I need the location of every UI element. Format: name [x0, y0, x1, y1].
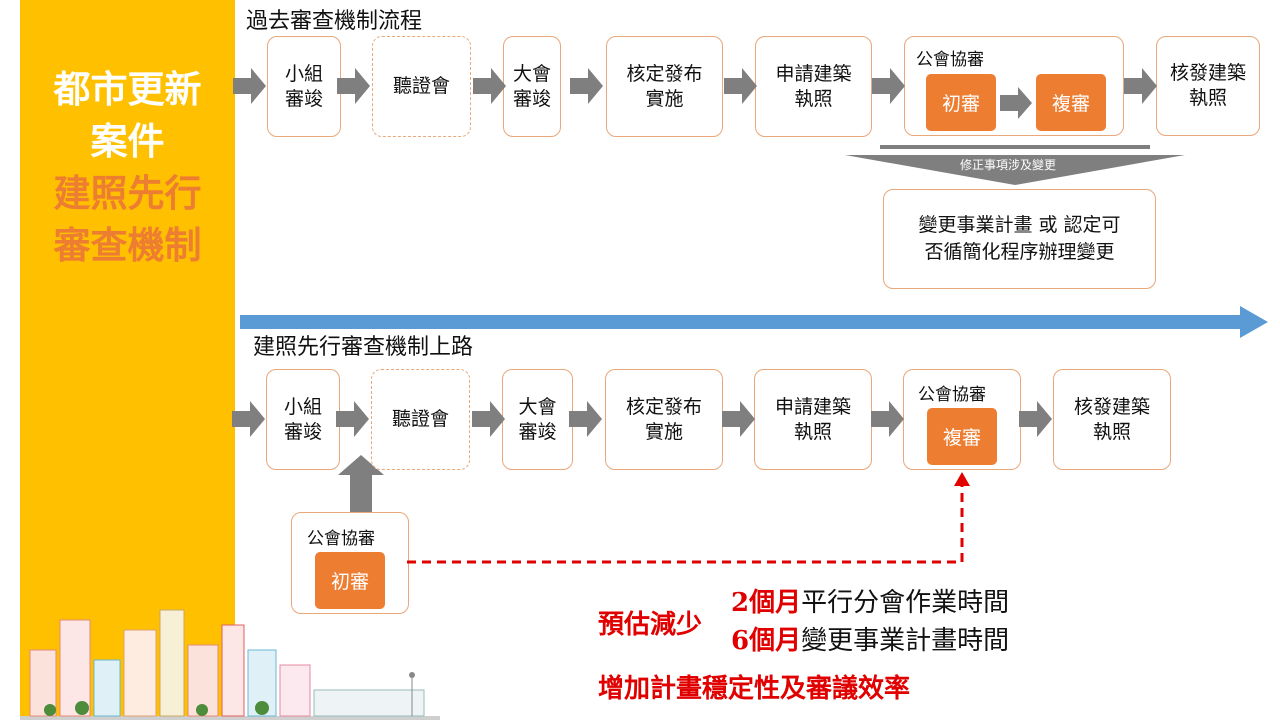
new-flow-arrow-icon-1: [232, 401, 265, 437]
new-step-3-line-1: 大會: [518, 395, 557, 418]
sidebar-title-line3: 建照先行: [53, 172, 202, 215]
up-arrow-icon: [338, 455, 384, 513]
new-step-5-line-2: 執照: [793, 420, 832, 443]
new-flow-arrow-icon-5: [722, 401, 755, 437]
new-step-box-2: 聽證會: [371, 369, 470, 470]
sidebar-band: 都市更新 案件 建照先行 審查機制: [20, 0, 235, 720]
past-flow-arrow-icon-3: [473, 68, 506, 104]
new-step-4-line-1: 核定發布: [625, 395, 702, 418]
past-review-arrow-icon: [1000, 87, 1032, 119]
past-flow-arrow-icon-7: [1124, 68, 1157, 104]
past-step-4-line-1: 核定發布: [626, 62, 703, 85]
past-second-review-button: 複審: [1036, 74, 1106, 131]
saving-line1-duration: 2個月: [731, 588, 802, 618]
new-step-box-1: 小組審竣: [266, 369, 340, 470]
timeline-arrow-icon: [240, 306, 1268, 338]
new-step-2-line-1: 聽證會: [391, 408, 449, 430]
past-step-3-line-2: 審竣: [512, 87, 551, 110]
past-final-line1: 核發建築: [1169, 62, 1246, 84]
past-step-box-1: 小組審竣: [267, 36, 341, 137]
reduce-label: 預估減少: [598, 610, 703, 640]
new-second-review-button: 複審: [927, 408, 997, 465]
early-first-review-button: 初審: [315, 552, 385, 609]
past-step-5-line-2: 執照: [794, 87, 833, 110]
new-step-1-line-2: 審竣: [283, 420, 322, 443]
past-step-4-line-2: 實施: [645, 87, 684, 110]
new-guild-label: 公會協審: [918, 385, 986, 405]
saving-line1: 2個月平行分會作業時間: [731, 582, 1009, 619]
new-flow-arrow-icon-6: [871, 401, 904, 437]
past-flow-arrow-icon-2: [337, 68, 370, 104]
early-guild-label: 公會協審: [307, 529, 375, 549]
new-step-5-line-1: 申請建築: [774, 395, 851, 418]
saving-line2-desc: 變更事業計畫時間: [801, 626, 1010, 656]
past-flow-arrow-icon-5: [724, 68, 757, 104]
new-step-1-line-1: 小組: [283, 395, 322, 418]
past-step-box-4: 核定發布實施: [606, 36, 723, 137]
change-plan-line1: 變更事業計畫 或 認定可: [918, 214, 1121, 236]
new-step-box-4: 核定發布實施: [605, 369, 723, 470]
new-flow-heading: 建照先行審查機制上路: [253, 335, 474, 360]
new-flow-arrow-icon-3: [472, 401, 505, 437]
past-flow-arrow-icon-6: [872, 68, 905, 104]
past-step-3-line-1: 大會: [512, 62, 551, 85]
past-guild-label: 公會協審: [916, 50, 984, 70]
change-plan-box: 變更事業計畫 或 認定可否循簡化程序辦理變更: [883, 189, 1156, 289]
change-plan-line2: 否循簡化程序辦理變更: [924, 241, 1115, 263]
past-step-1-line-2: 審竣: [284, 87, 323, 110]
past-flow-heading: 過去審查機制流程: [246, 9, 423, 34]
past-final-line2: 執照: [1188, 87, 1227, 109]
past-step-2-line-1: 聽證會: [392, 75, 450, 97]
sidebar-title-line4: 審查機制: [53, 224, 202, 267]
new-final-step-box: 核發建築執照: [1053, 369, 1171, 470]
new-flow-arrow-icon-4: [569, 401, 602, 437]
past-step-5-line-1: 申請建築: [775, 62, 852, 85]
new-step-box-5: 申請建築執照: [754, 369, 872, 470]
sidebar-title-line2: 案件: [90, 120, 165, 163]
past-first-review-button: 初審: [926, 74, 996, 131]
new-flow-arrow-icon-7: [1019, 401, 1052, 437]
new-step-4-line-2: 實施: [644, 420, 683, 443]
past-step-box-5: 申請建築執照: [755, 36, 872, 137]
new-final-line1: 核發建築: [1073, 395, 1150, 418]
past-step-box-2: 聽證會: [372, 36, 471, 137]
new-step-box-3: 大會審竣: [502, 369, 573, 470]
change-banner-arrow-icon: [845, 145, 1185, 185]
new-flow-arrow-icon-2: [336, 401, 369, 437]
past-final-step-box: 核發建築執照: [1156, 36, 1260, 136]
new-final-line2: 執照: [1092, 420, 1131, 443]
saving-line1-desc: 平行分會作業時間: [801, 588, 1010, 618]
change-banner-label: 修正事項涉及變更: [960, 158, 1057, 172]
past-step-box-3: 大會審竣: [503, 36, 561, 137]
benefit-text: 增加計畫穩定性及審議效率: [598, 674, 911, 704]
new-step-3-line-2: 審竣: [518, 420, 557, 443]
saving-line2-duration: 6個月: [731, 626, 802, 656]
past-flow-arrow-icon-4: [570, 68, 603, 104]
parallel-connector-icon: [407, 472, 970, 564]
sidebar-title-line1: 都市更新: [53, 68, 202, 111]
saving-line2: 6個月變更事業計畫時間: [731, 620, 1009, 657]
past-step-1-line-1: 小組: [284, 62, 323, 85]
past-flow-arrow-icon-1: [233, 68, 266, 104]
city-skyline-illustration: [20, 609, 440, 720]
